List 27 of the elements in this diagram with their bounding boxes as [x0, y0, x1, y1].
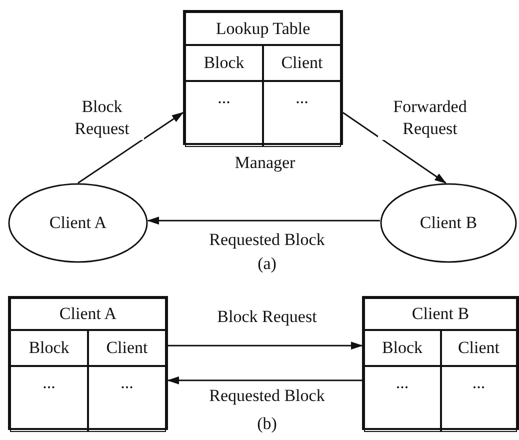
- table-cell: ...: [440, 366, 517, 432]
- client-ellipse: [380, 183, 517, 263]
- table-title: Lookup Table: [185, 12, 341, 45]
- node-label: Client A: [48, 213, 108, 233]
- column-header: Client: [440, 330, 517, 366]
- client-ellipse: [8, 183, 148, 263]
- table-title: Client B: [364, 298, 517, 330]
- node-label: Client B: [418, 213, 478, 233]
- table-title: Client A: [10, 298, 166, 330]
- table-cell: ...: [263, 81, 341, 147]
- table-cell: ...: [10, 366, 88, 432]
- arrow: [78, 112, 184, 184]
- column-header: Client: [88, 330, 166, 366]
- table: [362, 296, 519, 430]
- table: [8, 296, 168, 430]
- table-cell: ...: [88, 366, 166, 432]
- table-cell: ...: [185, 81, 263, 147]
- column-header: Block: [185, 45, 263, 81]
- arrow: [167, 376, 362, 384]
- table-cell: ...: [364, 366, 440, 432]
- table: [183, 10, 343, 145]
- column-header: Client: [263, 45, 341, 81]
- column-header: Block: [10, 330, 88, 366]
- column-header: Block: [364, 330, 440, 366]
- arrow: [147, 216, 380, 225]
- arrow: [168, 342, 363, 350]
- arrow: [342, 112, 447, 184]
